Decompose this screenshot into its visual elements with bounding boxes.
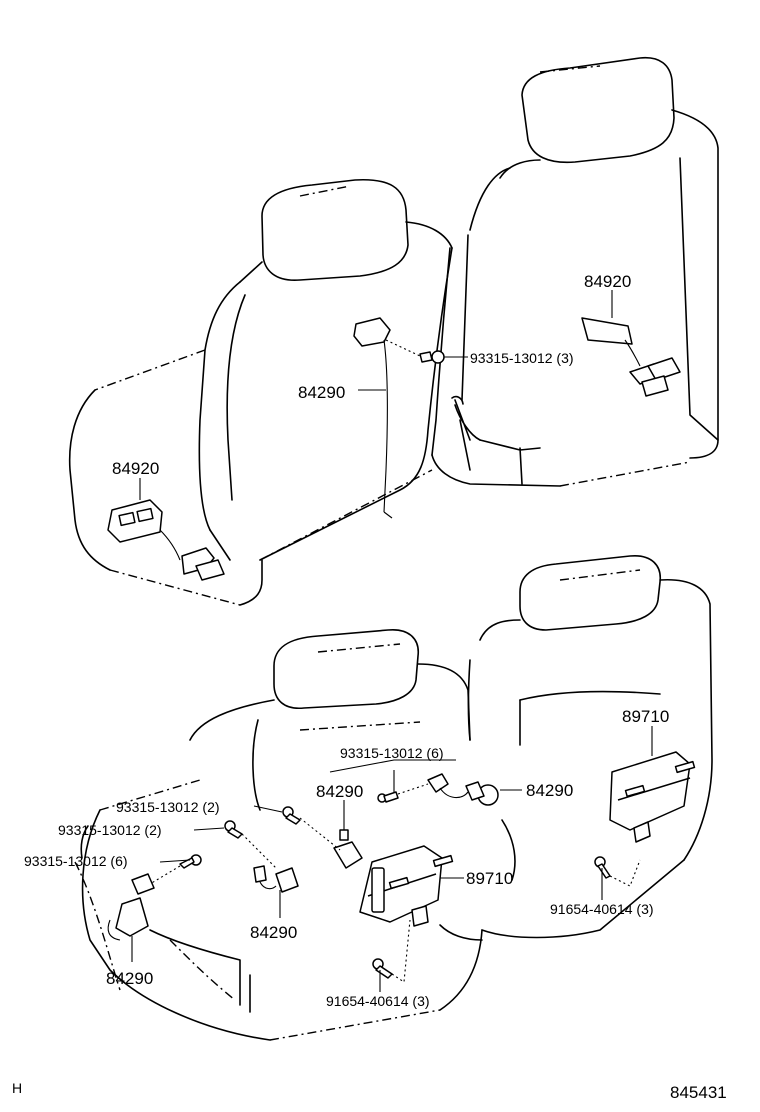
rear-screw-left-dotted-line (149, 865, 181, 885)
rear-harness-center[interactable] (253, 865, 299, 893)
rear-screw-2a-leader (253, 805, 283, 813)
rear-center-heater-module[interactable] (359, 845, 454, 927)
rear-right-heater-module[interactable] (609, 751, 696, 843)
label-rear-harness-left: 84290 (106, 969, 153, 988)
front-seat-harness[interactable] (353, 317, 393, 519)
bolt-right-dotted-line (609, 859, 641, 887)
rear-screw-2a[interactable] (282, 806, 301, 825)
front-screw[interactable] (419, 350, 445, 364)
rear-screw-2b-dotted-line (241, 833, 277, 869)
label-front-right-switch: 84920 (584, 272, 631, 291)
rear-screw-top-leader (329, 759, 456, 792)
corner-mark: H (12, 1080, 22, 1096)
label-front-screw: 93315-13012 (3) (470, 350, 574, 366)
label-rear-screw-2a: 93315-13012 (2) (116, 799, 220, 815)
label-rear-harness-right: 84290 (526, 781, 573, 800)
bolt-center[interactable] (372, 958, 393, 979)
label-rear-harness-center: 84290 (250, 923, 297, 942)
rear-seat-left-curve (80, 825, 89, 859)
rear-harness-mid[interactable] (333, 829, 363, 869)
rear-seat (81, 555, 713, 1041)
rear-screw-2b[interactable] (224, 820, 243, 839)
label-front-left-switch: 84920 (112, 459, 159, 478)
rear-screw-top[interactable] (377, 791, 399, 803)
rear-screw-top-dotted-line (397, 783, 429, 795)
rear-screw-2b-leader (193, 827, 225, 831)
label-bolt-right: 91654-40614 (3) (550, 901, 654, 917)
front-left-seat-switch[interactable] (107, 499, 225, 581)
label-front-harness: 84290 (298, 383, 345, 402)
label-module-center: 89710 (466, 869, 513, 888)
rear-harness-left[interactable] (107, 873, 155, 941)
rear-screw-left[interactable] (179, 854, 202, 869)
label-module-right: 89710 (622, 707, 669, 726)
front-right-seat (431, 56, 719, 487)
rear-harness-mid-dotted-line (299, 817, 341, 851)
label-rear-screw-2b: 93315-13012 (2) (58, 822, 162, 838)
front-screw-dotted-line (385, 339, 421, 357)
rear-screw-left-leader (159, 859, 191, 863)
label-rear-harness-mid: 84290 (316, 782, 363, 801)
label-rear-screw-6-left: 93315-13012 (6) (24, 853, 128, 869)
bolt-right[interactable] (594, 856, 611, 879)
front-left-seat (68, 178, 453, 606)
label-bolt-center: 91654-40614 (3) (326, 993, 430, 1009)
figure-number: 845431 (670, 1083, 727, 1102)
bolt-center-dotted-line (391, 919, 411, 983)
front-right-seat-switch[interactable] (581, 317, 681, 397)
label-rear-screw-6-top: 93315-13012 (6) (340, 745, 444, 761)
rear-harness-right[interactable] (427, 773, 499, 806)
